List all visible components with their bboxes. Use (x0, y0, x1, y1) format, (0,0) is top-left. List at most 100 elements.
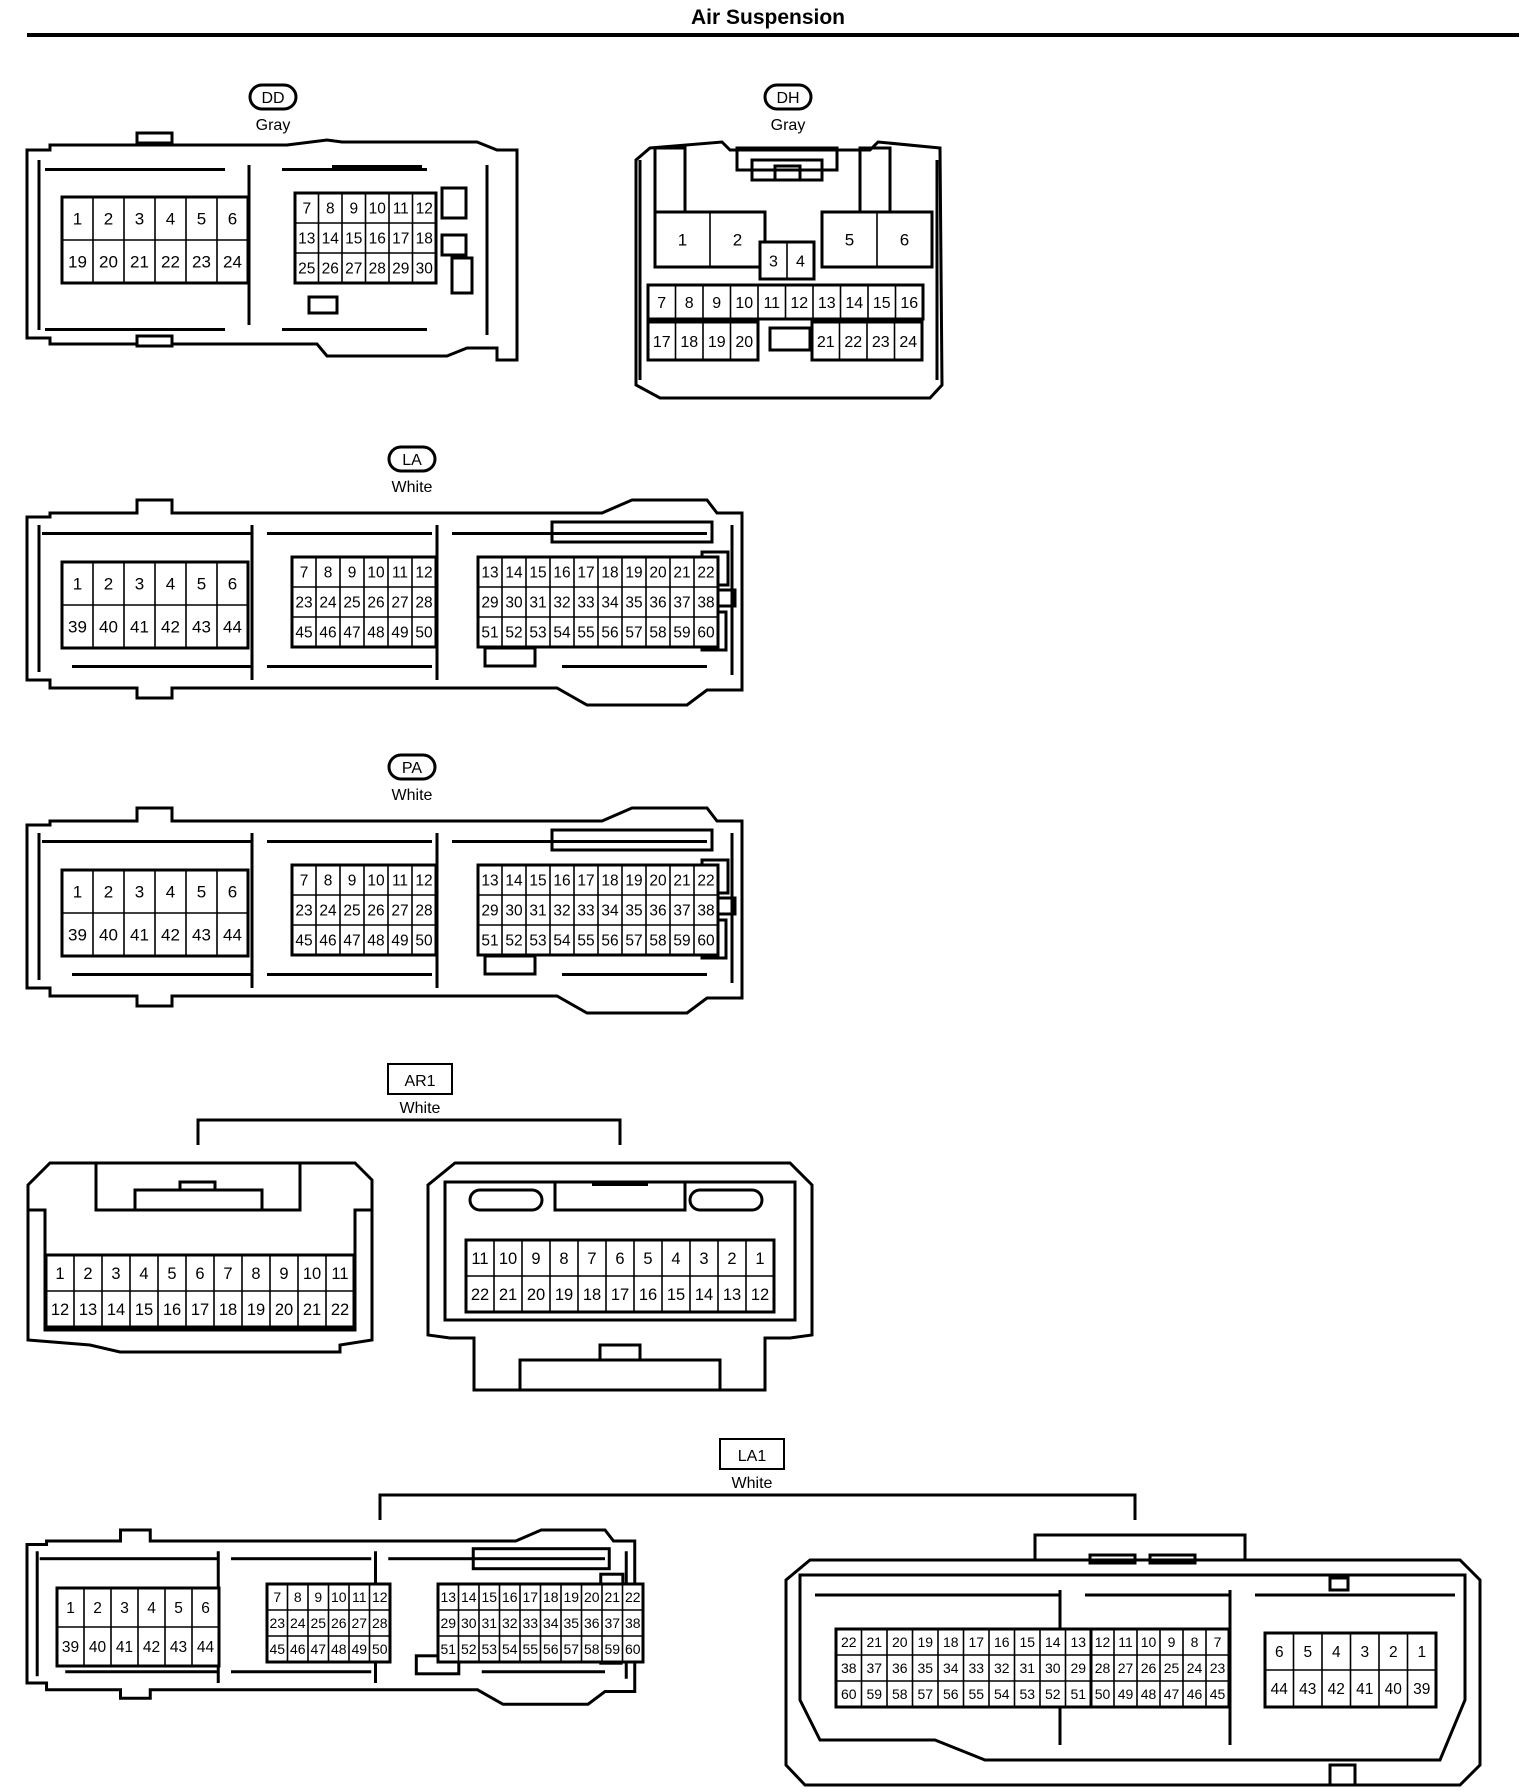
pin-number: 33 (968, 1660, 984, 1676)
pin-number: 2 (93, 1600, 102, 1617)
pin-number: 36 (892, 1660, 908, 1676)
ar1-latch-slot (688, 1188, 764, 1212)
connector-id-badge (719, 1438, 785, 1470)
pin-number: 8 (324, 565, 333, 582)
pin-number: 15 (1019, 1634, 1035, 1650)
pin-number: 20 (649, 565, 667, 582)
connector-id: LA1 (738, 1448, 767, 1465)
pin-number: 15 (529, 873, 546, 890)
pin-number: 17 (968, 1634, 984, 1650)
latch-slot (267, 840, 432, 843)
pin-number: 37 (866, 1660, 882, 1676)
pin-number: 8 (685, 295, 694, 312)
dd-bottom-tab (135, 334, 174, 348)
connector-housing-outline (25, 498, 744, 707)
pin-number: 11 (331, 1265, 348, 1283)
connector-id: LA (402, 452, 422, 469)
connector-id: AR1 (404, 1073, 435, 1090)
pin-number: 6 (195, 1265, 204, 1283)
pin-number: 47 (1164, 1686, 1180, 1702)
pin-number: 58 (649, 625, 666, 642)
pin-number: 26 (1141, 1660, 1157, 1676)
pin-number: 10 (367, 873, 385, 890)
pin-number: 35 (917, 1660, 933, 1676)
pin-number: 4 (166, 575, 175, 594)
pin-number: 9 (279, 1265, 288, 1283)
pin-number: 10 (303, 1265, 321, 1283)
connector-housing-outline (25, 806, 744, 1015)
pin-number: 11 (393, 201, 409, 218)
pin-number: 56 (543, 1641, 559, 1657)
pin-number: 42 (1328, 1681, 1345, 1698)
latch-slot (65, 1670, 219, 1674)
pin-number: 24 (290, 1615, 306, 1631)
pin-number: 46 (1187, 1686, 1203, 1702)
pin-number: 48 (331, 1641, 347, 1657)
pin-number: 22 (697, 565, 714, 582)
page-title: Air Suspension (690, 6, 846, 29)
pin-number: 50 (1095, 1686, 1111, 1702)
pin-number: 6 (228, 575, 237, 594)
latch-slot (45, 168, 225, 171)
pin-number: 52 (505, 933, 522, 950)
pin-number: 25 (1164, 1660, 1180, 1676)
pin-number: 20 (584, 1589, 600, 1605)
pin-number: 1 (755, 1250, 764, 1268)
pin-number: 15 (873, 295, 891, 312)
pin-number: 33 (522, 1615, 538, 1631)
latch-slot (231, 1670, 372, 1674)
pin-number: 21 (673, 873, 690, 890)
top-shroud (550, 828, 714, 852)
pin-number: 51 (1070, 1686, 1086, 1702)
pin-number: 36 (649, 903, 666, 920)
pin-number: 14 (322, 231, 340, 248)
pin-number: 20 (735, 334, 753, 351)
pin-number: 4 (166, 883, 175, 902)
pin-number: 21 (303, 1301, 321, 1319)
pin-number: 51 (440, 1641, 456, 1657)
dd-side-key (440, 186, 468, 220)
pin-number: 22 (625, 1589, 641, 1605)
pin-number: 19 (917, 1634, 933, 1650)
pin-number: 5 (197, 210, 206, 229)
pin-number: 9 (349, 201, 358, 218)
pin-number: 20 (99, 253, 118, 272)
pin-number: 44 (1271, 1681, 1289, 1698)
pin-number: 1 (73, 883, 82, 902)
latch-slot (282, 168, 427, 171)
pin-number: 12 (416, 201, 433, 218)
pin-number: 17 (653, 334, 671, 351)
pin-number: 29 (481, 903, 498, 920)
pin-number: 21 (817, 334, 835, 351)
pin-number: 14 (695, 1286, 713, 1304)
pin-number: 12 (1095, 1634, 1111, 1650)
pin-number: 5 (197, 883, 206, 902)
pin-number: 35 (563, 1615, 579, 1631)
pin-number: 16 (900, 295, 918, 312)
pin-number: 4 (139, 1265, 148, 1283)
pin-number: 41 (1356, 1681, 1373, 1698)
pin-number: 59 (673, 933, 690, 950)
pin-number: 18 (601, 873, 618, 890)
connector-color: Gray (771, 117, 806, 134)
pin-number: 19 (563, 1589, 579, 1605)
pin-number: 10 (735, 295, 753, 312)
title-rule (27, 33, 1519, 37)
connector-color: White (732, 1475, 773, 1492)
pin-number: 2 (104, 883, 113, 902)
pin-number: 6 (615, 1250, 624, 1268)
pin-number: 22 (697, 873, 714, 890)
pin-number: 49 (351, 1641, 367, 1657)
pin-number: 18 (416, 231, 433, 248)
pin-number: 24 (319, 903, 337, 920)
pin-number: 10 (1141, 1634, 1157, 1650)
pin-number: 26 (367, 595, 384, 612)
ar1-right-housing (426, 1161, 814, 1392)
latch-slot (592, 1182, 648, 1186)
latch-slot (332, 165, 422, 168)
pin-number: 11 (392, 873, 408, 890)
pin-number: 5 (174, 1600, 183, 1617)
pin-number: 43 (1299, 1681, 1316, 1698)
pin-number: 2 (83, 1265, 92, 1283)
pin-number: 7 (1214, 1634, 1222, 1650)
